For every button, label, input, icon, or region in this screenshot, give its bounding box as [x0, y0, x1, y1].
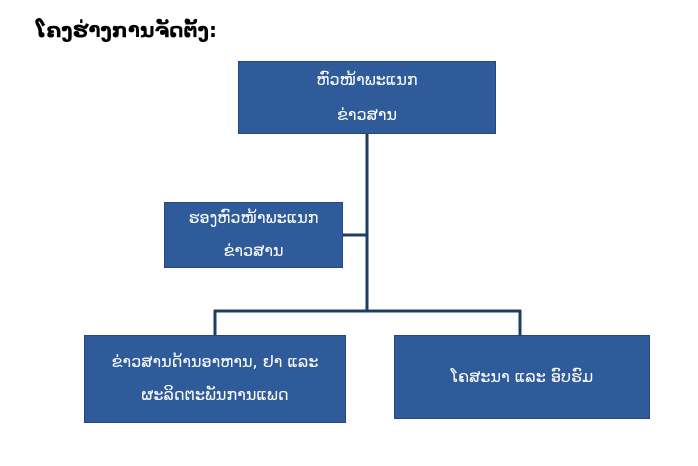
- org-box-deputy: ຮອງຫົວໜ້າພະແນກ ຂ່າວສານ: [164, 202, 343, 268]
- org-box-food-drug-info: ຂ່າວສານດ້ານອາຫານ, ຢາ ແລະ ຜະລິດຕະພັນການແພ…: [84, 335, 346, 423]
- org-box-head-line-1: ຫົວໜ້າພະແນກ: [316, 69, 418, 89]
- org-box-head-line-2: ຂ່າວສານ: [336, 104, 398, 124]
- org-box-trans-line-1: ໂຄສະນາ ແລະ ອົບຮົມ: [450, 366, 594, 386]
- org-box-food-line-2: ຜະລິດຕະພັນການແພດ: [141, 385, 289, 404]
- org-box-advertising-training: ໂຄສະນາ ແລະ ອົບຮົມ: [394, 335, 650, 419]
- org-box-head: ຫົວໜ້າພະແນກ ຂ່າວສານ: [238, 61, 496, 134]
- org-box-deputy-line-2: ຂ່າວສານ: [223, 241, 284, 260]
- org-box-deputy-line-1: ຮອງຫົວໜ້າພະແນກ: [188, 208, 319, 228]
- page-title: ໂຄງຮ່າງການຈັດຕັ້ງ:: [36, 18, 217, 42]
- org-box-food-line-1: ຂ່າວສານດ້ານອາຫານ, ຢາ ແລະ: [111, 352, 319, 372]
